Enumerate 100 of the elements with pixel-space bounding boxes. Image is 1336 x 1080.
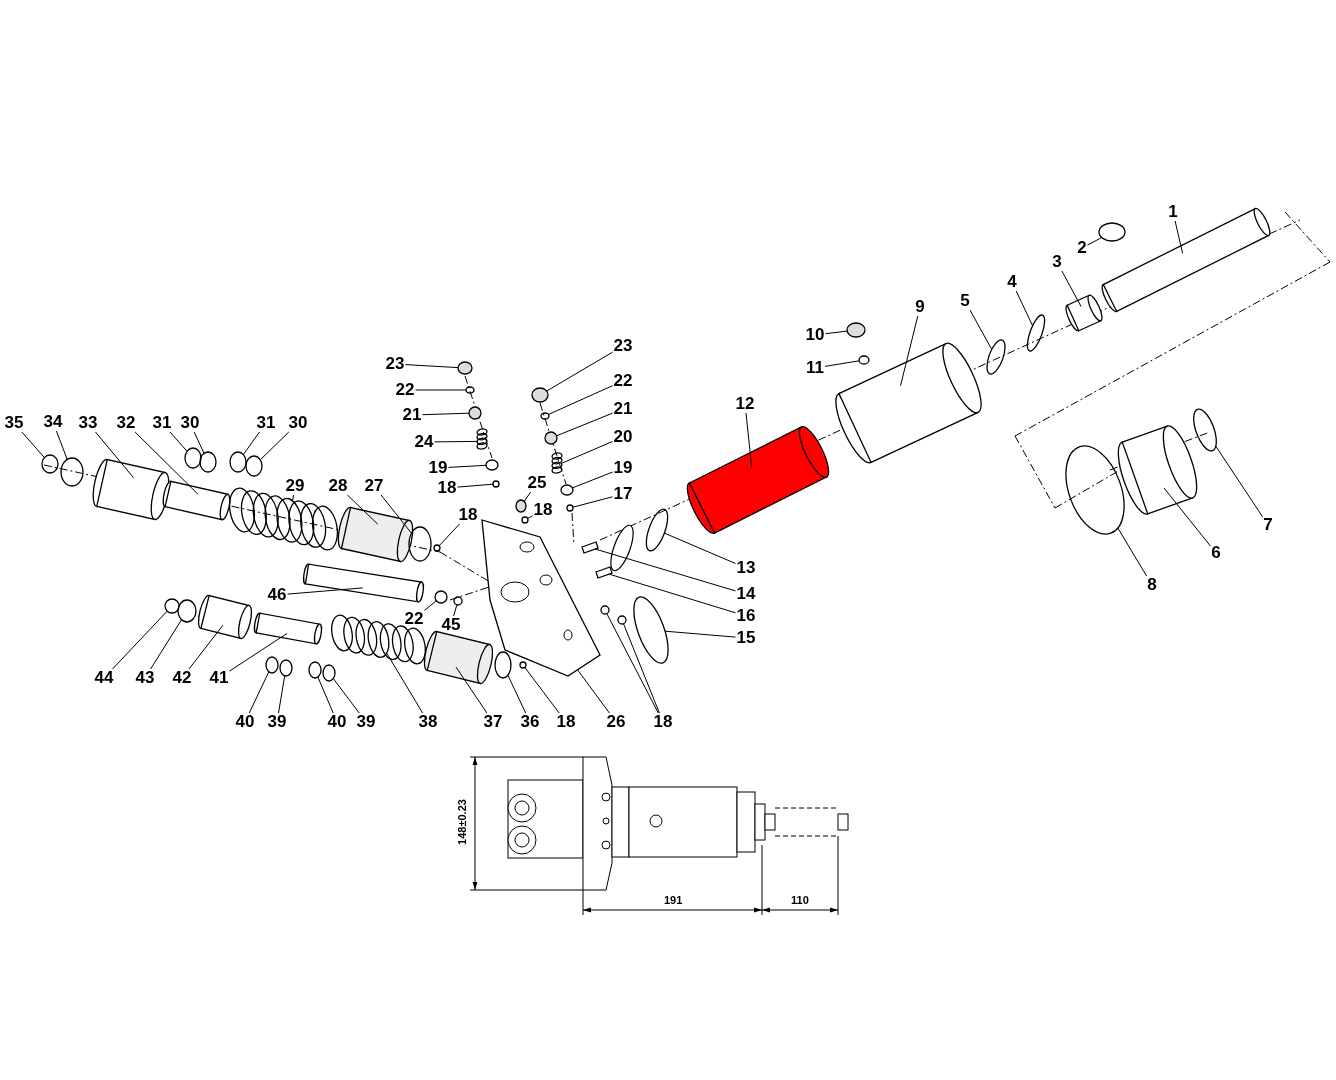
callout-number: 27 <box>364 477 384 495</box>
ring-part <box>1026 314 1046 352</box>
leader-line <box>663 532 736 564</box>
ring-part <box>494 651 512 679</box>
ring-part <box>245 455 263 477</box>
callout-number: 32 <box>116 414 136 432</box>
leader-line <box>424 600 437 611</box>
callout-number: 2 <box>1077 239 1087 257</box>
ring-part <box>521 516 529 524</box>
leader-line <box>287 587 364 595</box>
ring-part <box>544 431 558 445</box>
cylinder-part <box>686 426 830 534</box>
callout-number: 7 <box>1263 516 1273 534</box>
leader-line <box>346 494 379 525</box>
leader-line <box>623 623 660 714</box>
callout-number: 42 <box>172 669 192 687</box>
ring-part <box>60 457 84 487</box>
callout-number: 8 <box>1147 576 1157 594</box>
leader-line <box>572 496 613 508</box>
ring-part <box>1065 445 1125 535</box>
cylinder-part <box>253 612 323 645</box>
callout-number: 40 <box>235 713 255 731</box>
leader-line <box>556 412 613 437</box>
ring-part <box>468 406 482 420</box>
leader-line <box>1087 237 1103 246</box>
leader-line <box>824 360 860 367</box>
leader-line <box>95 431 135 479</box>
leader-line <box>507 674 527 714</box>
cylinder-part <box>1065 294 1103 332</box>
callout-number: 41 <box>209 669 229 687</box>
callout-number: 45 <box>441 616 461 634</box>
callout-number: 17 <box>613 485 633 503</box>
ring-part <box>1193 408 1217 452</box>
callout-number: 31 <box>256 414 276 432</box>
callout-number: 19 <box>428 459 448 477</box>
ring-part <box>199 451 217 473</box>
ring-part <box>846 322 866 338</box>
leader-line <box>547 385 613 415</box>
spring-part <box>331 614 426 665</box>
callout-number: 33 <box>78 414 98 432</box>
leader-line <box>405 364 459 369</box>
leader-line <box>248 671 270 714</box>
leader-line <box>434 440 478 443</box>
ring-part <box>457 361 473 375</box>
ring-part <box>41 454 59 474</box>
leader-line <box>415 389 467 391</box>
leader-line <box>546 351 613 392</box>
callout-number: 18 <box>556 713 576 731</box>
leader-line <box>524 666 560 714</box>
leader-line <box>606 613 659 714</box>
leader-line <box>169 431 188 452</box>
leader-line <box>571 471 613 489</box>
ring-part <box>408 526 432 562</box>
callout-number: 21 <box>402 406 422 424</box>
ring-part <box>184 447 202 469</box>
ring-part <box>433 544 441 552</box>
ring-part <box>600 605 610 615</box>
callout-number: 18 <box>653 713 673 731</box>
ring-part <box>560 484 574 496</box>
callout-number: 13 <box>736 559 756 577</box>
callout-number: 39 <box>356 713 376 731</box>
dimension-text: 148±0.23 <box>455 799 468 845</box>
cylinder-part <box>92 458 170 521</box>
leader-line <box>594 548 736 592</box>
leader-line <box>745 412 753 468</box>
callout-number: 46 <box>267 586 287 604</box>
leader-line <box>55 430 68 460</box>
block-part <box>595 566 613 579</box>
leader-line <box>1061 270 1082 308</box>
leader-line <box>134 431 199 495</box>
ring-part <box>633 596 669 664</box>
callout-number: 10 <box>805 326 825 344</box>
block-part <box>581 541 599 554</box>
callout-number: 22 <box>613 372 633 390</box>
ring-part <box>531 387 549 403</box>
leader-line <box>112 610 168 670</box>
leader-line <box>259 431 290 461</box>
callout-number: 21 <box>613 400 633 418</box>
leader-line <box>664 630 736 638</box>
leader-line <box>422 412 470 416</box>
callout-number: 18 <box>437 479 457 497</box>
leader-line <box>188 624 224 670</box>
callout-number: 20 <box>613 428 633 446</box>
leader-line <box>386 652 424 714</box>
callout-number: 38 <box>418 713 438 731</box>
ring-part <box>485 459 499 471</box>
callout-number: 19 <box>613 459 633 477</box>
leader-line <box>560 441 613 464</box>
callout-number: 28 <box>328 477 348 495</box>
callout-number: 35 <box>4 414 24 432</box>
dimension-text: 110 <box>791 894 809 906</box>
leader-line <box>1174 220 1184 254</box>
ring-part <box>279 659 293 677</box>
leader-line <box>825 330 848 335</box>
block-part <box>481 519 601 677</box>
leader-line <box>453 604 458 617</box>
leader-line <box>1163 487 1211 547</box>
leader-line <box>438 523 460 547</box>
leader-line <box>380 494 412 534</box>
callout-number: 22 <box>404 610 424 628</box>
